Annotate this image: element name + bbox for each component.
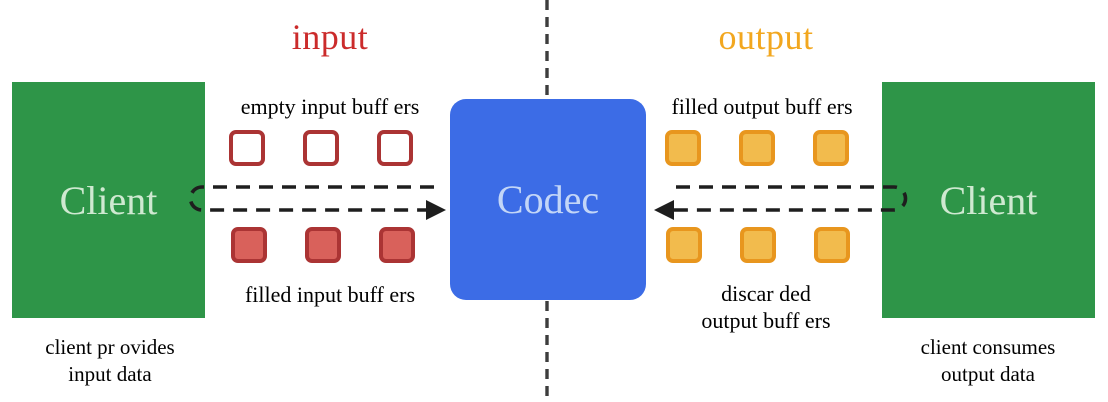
client-left-box: Client	[12, 82, 205, 318]
output-section-title: output	[718, 17, 814, 57]
discarded-output-buffers-label: discar ded output buff ers	[660, 280, 872, 334]
filled-input-buffers-label: filled input buff ers	[244, 282, 416, 307]
discarded-output-buffers-row	[666, 227, 850, 263]
client-left-caption-line1: client pr ovides	[45, 335, 175, 359]
filled-input-buffer-square	[379, 227, 415, 263]
empty-input-buffer-square	[303, 130, 339, 166]
client-right-caption-line2: output data	[941, 362, 1035, 386]
codec-box: Codec	[450, 99, 646, 300]
client-right-caption-line1: client consumes	[920, 335, 1056, 359]
filled-input-buffers-row	[231, 227, 415, 263]
output-flow-arrowhead	[654, 200, 674, 220]
filled-output-buffer-square	[739, 130, 775, 166]
client-right-caption: client consumes output data	[868, 334, 1108, 388]
client-right-label: Client	[939, 177, 1038, 223]
client-right-box: Client	[882, 82, 1095, 318]
discarded-output-buffer-square	[814, 227, 850, 263]
empty-input-buffers-label: empty input buff ers	[240, 94, 420, 119]
discarded-output-buffers-label-line2: output buff ers	[701, 308, 831, 333]
client-left-caption: client pr ovides input data	[0, 334, 220, 388]
input-flow-arrow	[188, 185, 446, 220]
filled-output-buffers-label: filled output buff ers	[671, 94, 853, 119]
filled-output-buffers-row	[665, 130, 849, 166]
output-flow-arrow	[654, 185, 908, 220]
empty-input-buffer-square	[377, 130, 413, 166]
input-section-title: input	[291, 17, 369, 57]
filled-input-buffer-square	[231, 227, 267, 263]
discarded-output-buffer-square	[740, 227, 776, 263]
codec-label: Codec	[496, 177, 600, 222]
client-left-caption-line2: input data	[68, 362, 152, 386]
filled-output-buffer-square	[813, 130, 849, 166]
client-left-label: Client	[59, 177, 158, 223]
filled-output-buffer-square	[665, 130, 701, 166]
filled-input-buffer-square	[305, 227, 341, 263]
input-flow-arrowhead	[426, 200, 446, 220]
empty-input-buffer-square	[229, 130, 265, 166]
empty-input-buffers-row	[229, 130, 413, 166]
discarded-output-buffers-label-line1: discar ded	[721, 281, 811, 306]
discarded-output-buffer-square	[666, 227, 702, 263]
